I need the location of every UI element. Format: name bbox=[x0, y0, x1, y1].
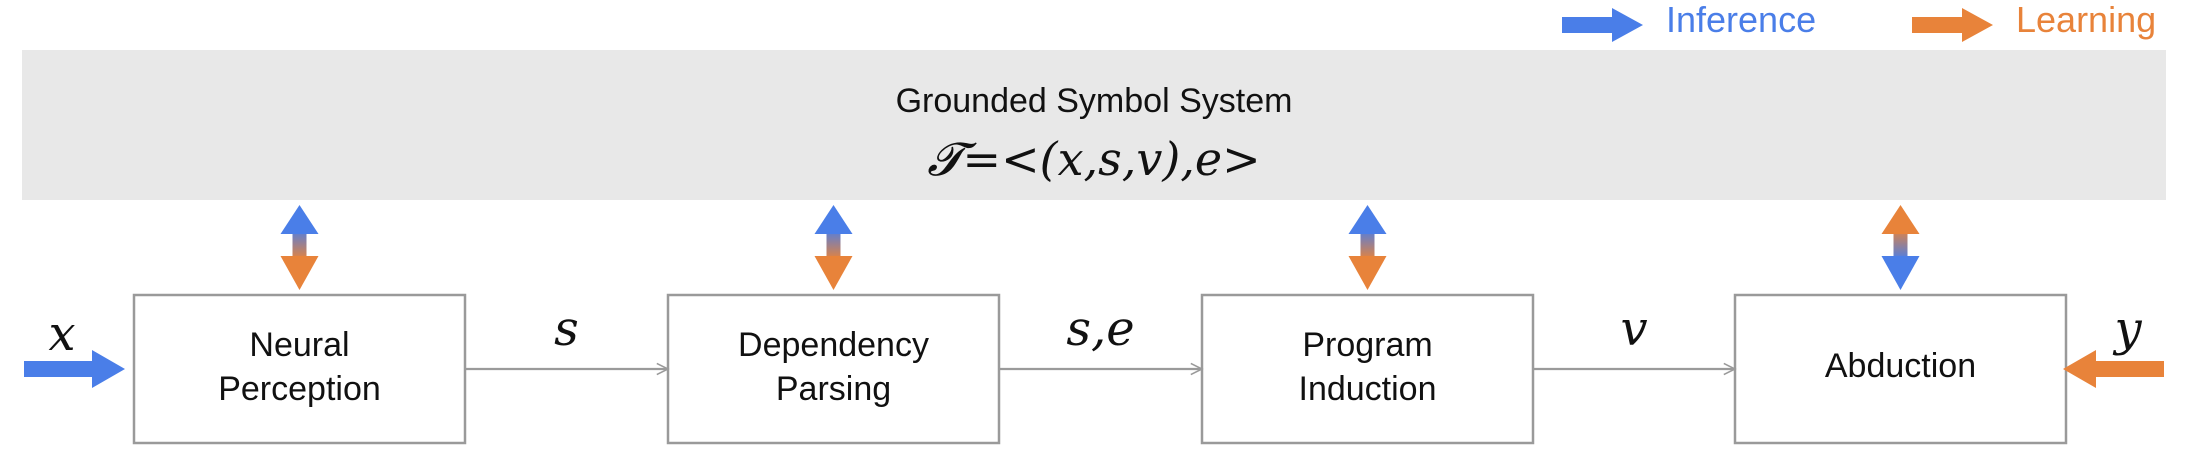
box-label-line: Parsing bbox=[776, 370, 891, 408]
arrow-head-down bbox=[814, 256, 853, 290]
target-y: y bbox=[2063, 301, 2164, 388]
arrow-head-down bbox=[1348, 256, 1387, 290]
box-frame bbox=[666, 293, 1001, 445]
box-label-line: Neural bbox=[249, 326, 349, 364]
double-arrow-icon bbox=[1348, 205, 1387, 290]
box-label-line: Perception bbox=[218, 370, 381, 408]
arrow-head-down bbox=[1881, 256, 1920, 290]
arrow-head-up bbox=[280, 205, 319, 234]
double-arrow-shaft bbox=[1893, 228, 1908, 260]
legend-learning-label: Learning bbox=[2016, 0, 2156, 40]
arrow-head-up bbox=[814, 205, 853, 234]
arrow-head-up bbox=[1348, 205, 1387, 234]
box-label-line: Abduction bbox=[1825, 347, 1976, 385]
box-abduction: Abduction bbox=[1733, 293, 2068, 445]
box-label-line: Dependency bbox=[738, 326, 929, 364]
box-frame bbox=[1200, 293, 1535, 445]
double-arrow-icon bbox=[814, 205, 853, 290]
arrow-head-down bbox=[280, 256, 319, 290]
target-label: y bbox=[2112, 301, 2142, 357]
legend: Inference Learning bbox=[1562, 0, 2156, 42]
edge-label: v bbox=[1620, 301, 1647, 357]
input-label: x bbox=[48, 306, 75, 362]
double-arrow-icon bbox=[1881, 205, 1920, 290]
edge-label: s bbox=[554, 301, 579, 357]
input-arrow-icon bbox=[24, 350, 125, 388]
module-edges: s s,e v bbox=[465, 301, 1735, 369]
edge-label: s,e bbox=[1066, 301, 1134, 357]
banner-formula: 𝓣=<(x,s,v),e> bbox=[927, 132, 1260, 186]
double-arrow-shaft bbox=[292, 228, 307, 260]
box-label-line: Program bbox=[1302, 326, 1432, 364]
banner-title: Grounded Symbol System bbox=[896, 82, 1293, 120]
learning-arrow-icon bbox=[1912, 8, 1993, 42]
banner-background bbox=[22, 50, 2166, 200]
box-label-line: Induction bbox=[1299, 370, 1437, 408]
double-arrow-shaft bbox=[1360, 228, 1375, 260]
target-arrow-icon bbox=[2063, 350, 2164, 388]
input-x: x bbox=[24, 306, 125, 388]
inference-arrow-icon bbox=[1562, 8, 1643, 42]
legend-learning: Learning bbox=[1912, 0, 2156, 42]
arrow-head-up bbox=[1881, 205, 1920, 234]
box-frame bbox=[132, 293, 467, 445]
vertical-connectors bbox=[280, 205, 1920, 290]
box-frame bbox=[1733, 293, 2068, 445]
grounded-symbol-system-banner: Grounded Symbol System 𝓣=<(x,s,v),e> bbox=[22, 50, 2166, 200]
legend-inference: Inference bbox=[1562, 0, 1816, 42]
double-arrow-shaft bbox=[826, 228, 841, 260]
legend-inference-label: Inference bbox=[1666, 0, 1816, 40]
double-arrow-icon bbox=[280, 205, 319, 290]
